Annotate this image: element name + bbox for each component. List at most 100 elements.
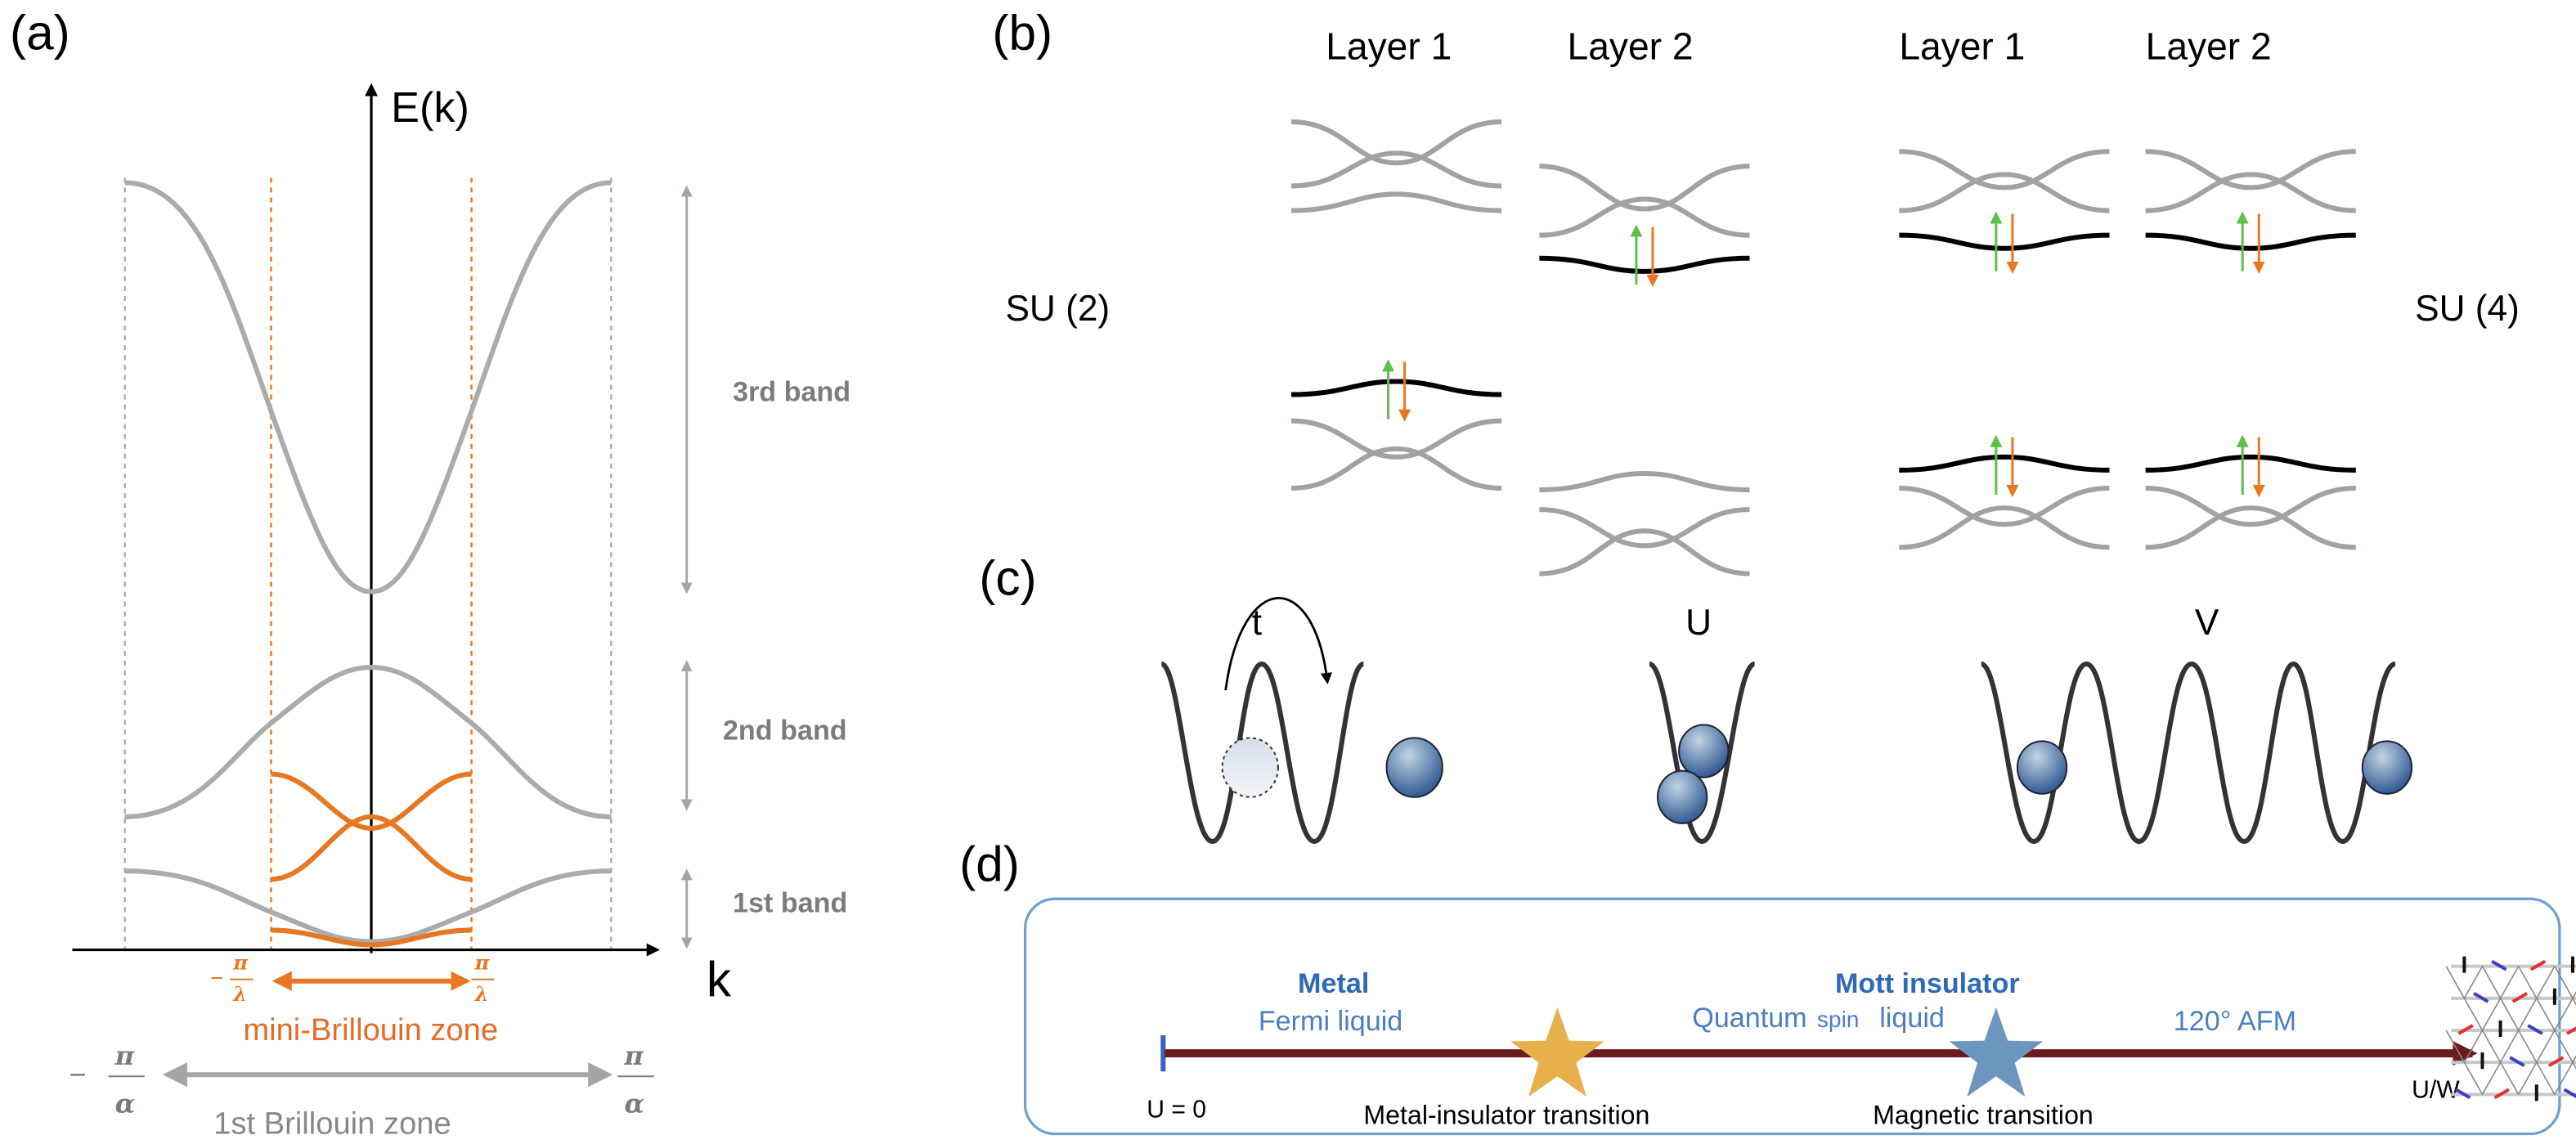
lattice-bond bbox=[2572, 1055, 2576, 1063]
su4-label: SU (4) bbox=[2415, 289, 2520, 329]
su4-layer1-top-band-0 bbox=[1899, 149, 2110, 191]
lattice-spin-icon bbox=[2493, 1088, 2511, 1100]
lattice-spin-icon bbox=[2566, 1026, 2576, 1035]
lattice-bond bbox=[2463, 1030, 2484, 1063]
hopping-potential-well bbox=[1160, 661, 1365, 844]
lattice-bond bbox=[2481, 966, 2502, 999]
lattice-bond bbox=[2554, 966, 2574, 999]
panel-a: (a) E(k) k 3rd band 2nd band 1st band − … bbox=[10, 5, 850, 1142]
mini-zone-left-pi: π bbox=[232, 951, 249, 975]
lattice-bond bbox=[2536, 966, 2556, 999]
su2-layer2-bottom-band-0 bbox=[1539, 470, 1750, 493]
su2-layer2-bottom-band-2 bbox=[1539, 528, 1750, 576]
su4-layer1-bottom-band-0 bbox=[1899, 454, 2110, 473]
lattice-spin-icon bbox=[2547, 1056, 2565, 1067]
lattice-bond bbox=[2463, 1061, 2484, 1095]
qsl-label-quantum: Quantum bbox=[1692, 1003, 1806, 1034]
lattice-bond bbox=[2554, 1030, 2574, 1063]
su4-layer2-top-band-0 bbox=[2145, 149, 2356, 191]
su4-layer2-bottom-band-0 bbox=[2145, 454, 2356, 473]
phase-diagram-box bbox=[1023, 897, 2561, 1136]
lattice-spin-icon bbox=[2491, 959, 2507, 971]
panel-d-label: (d) bbox=[959, 836, 1020, 891]
magnetic-transition-star bbox=[1949, 1007, 2044, 1097]
metal-title: Metal bbox=[1298, 968, 1369, 999]
lattice-bond bbox=[2499, 998, 2520, 1031]
panel-b: (b) Layer 1 Layer 2 Layer 1 Layer 2 SU (… bbox=[992, 5, 2520, 576]
lattice-bond bbox=[2536, 1061, 2556, 1095]
lattice-bond bbox=[2554, 1061, 2574, 1095]
mini-zone-right-lambda: λ bbox=[474, 982, 489, 1006]
su4-layer2-bottom-band-1 bbox=[2145, 486, 2356, 527]
intersite-potential-well bbox=[1980, 661, 2397, 844]
lattice-spin-icon bbox=[2454, 1088, 2471, 1100]
lattice-bond bbox=[2499, 1061, 2520, 1095]
layer-band-diagrams bbox=[1291, 119, 2356, 576]
intersite-electron-right bbox=[2361, 740, 2413, 795]
su2-layer1-bottom-band-1 bbox=[1291, 418, 1502, 460]
u-zero-label: U = 0 bbox=[1147, 1096, 1206, 1123]
mini-zone-label: mini-Brillouin zone bbox=[243, 1012, 498, 1048]
lattice-bond bbox=[2499, 1030, 2520, 1063]
panel-b-label: (b) bbox=[992, 5, 1052, 61]
lattice-bond bbox=[2463, 966, 2484, 999]
su2-layer2-top-band-1 bbox=[1539, 196, 1750, 238]
su4-layer1-bottom-band-2 bbox=[1899, 505, 2110, 550]
lattice-spin-icon bbox=[2473, 992, 2489, 1003]
afm-label: 120° AFM bbox=[2174, 1006, 2296, 1037]
fermi-liquid-label: Fermi liquid bbox=[1259, 1006, 1402, 1037]
hopping-arrow bbox=[1224, 596, 1332, 691]
band-3-curve bbox=[124, 180, 612, 594]
mini-zone-minus: − bbox=[210, 966, 223, 991]
onsite-electron-upper bbox=[1678, 724, 1730, 778]
su4-layer2-top-band-1 bbox=[2145, 172, 2356, 213]
onsite-term-label: U bbox=[1685, 603, 1712, 643]
lattice-bond bbox=[2481, 1061, 2502, 1095]
lattice-spin-icon bbox=[2511, 992, 2529, 1003]
u-over-w-label: U/W bbox=[2412, 1076, 2460, 1103]
lattice-bond bbox=[2481, 1030, 2502, 1063]
su4-layer1-top-band-2 bbox=[1899, 232, 2110, 251]
lattice-bond bbox=[2517, 998, 2538, 1031]
su2-layer2-top-band-2 bbox=[1539, 255, 1750, 274]
su2-layer-2-title: Layer 2 bbox=[1568, 25, 1694, 68]
panel-a-label: (a) bbox=[10, 5, 70, 61]
first-zone-left-a: α bbox=[115, 1088, 136, 1119]
panel-c-label: (c) bbox=[979, 550, 1036, 606]
lattice-spin-icon bbox=[2457, 1024, 2474, 1035]
su2-layer2-top-band-0 bbox=[1539, 164, 1750, 212]
su4-layer2-bottom-band-2 bbox=[2145, 505, 2356, 550]
intersite-term-label: V bbox=[2195, 603, 2219, 643]
lattice-bond bbox=[2499, 966, 2520, 999]
lattice-bond bbox=[2572, 998, 2576, 1006]
band-1-curve bbox=[124, 868, 612, 944]
lattice-bond bbox=[2517, 1061, 2538, 1095]
lattice-spin-icon bbox=[2527, 1024, 2543, 1035]
su2-label: SU (2) bbox=[1005, 289, 1110, 329]
mini-band-middle bbox=[271, 814, 472, 882]
qsl-label-liquid: liquid bbox=[1879, 1003, 1945, 1034]
band-2-curve bbox=[124, 665, 612, 819]
mott-insulator-title: Mott insulator bbox=[1835, 968, 2020, 999]
first-zone-minus: − bbox=[69, 1057, 86, 1091]
panel-c: (c) t U V bbox=[979, 550, 2413, 844]
su2-layer1-top-band-0 bbox=[1291, 119, 1502, 166]
first-zone-label: 1st Brillouin zone bbox=[213, 1106, 451, 1142]
su4-layer-1-title: Layer 1 bbox=[1899, 25, 2025, 68]
band-1-label: 1st band bbox=[733, 887, 847, 918]
hopped-electron bbox=[1385, 737, 1443, 798]
su4-layer2-top-band-2 bbox=[2145, 232, 2356, 251]
mini-zone-right-pi: π bbox=[474, 951, 491, 975]
lattice-spin-icon bbox=[2563, 1088, 2576, 1098]
lattice-spin-icon bbox=[2509, 1056, 2525, 1067]
first-zone-right-pi: π bbox=[623, 1040, 644, 1071]
intersite-electron-left bbox=[2016, 740, 2068, 795]
onsite-potential-well bbox=[1648, 661, 1756, 844]
mini-band-upper bbox=[271, 771, 472, 831]
lattice-bond bbox=[2517, 1030, 2538, 1063]
su2-layer1-bottom-band-2 bbox=[1291, 446, 1502, 491]
lattice-bond bbox=[2536, 998, 2556, 1031]
lattice-bond bbox=[2481, 998, 2502, 1031]
first-zone-left-pi: π bbox=[114, 1040, 136, 1071]
